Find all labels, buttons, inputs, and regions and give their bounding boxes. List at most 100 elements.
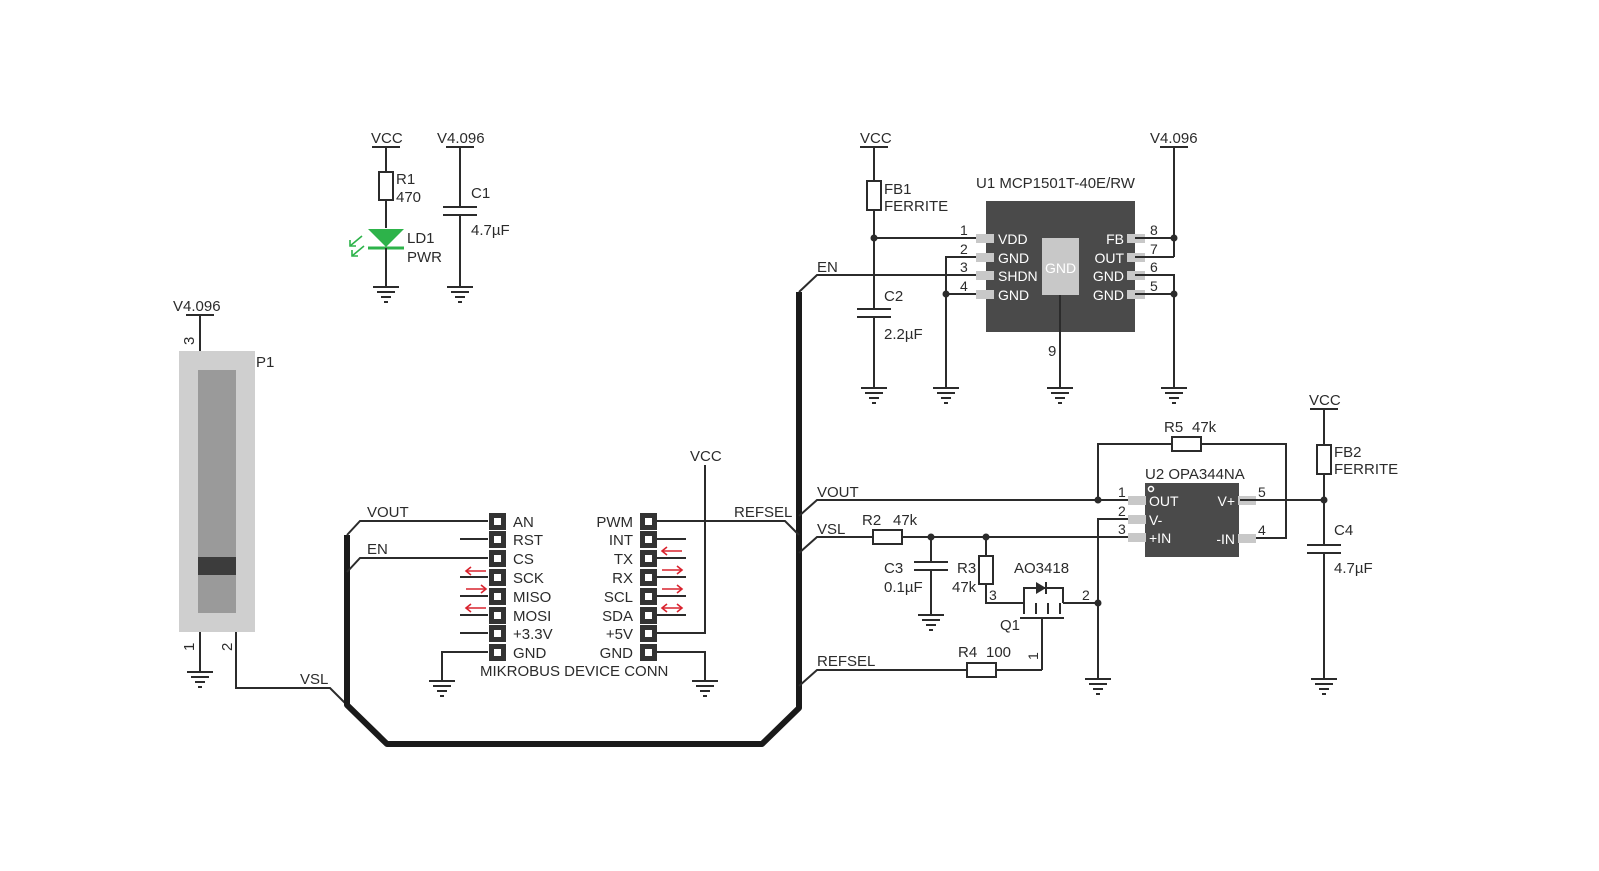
r3-name: R3	[957, 560, 976, 577]
u1-pin-name: OUT	[1094, 250, 1124, 266]
c2-value: 2.2µF	[884, 326, 923, 343]
u1-pin-name: GND	[998, 287, 1029, 303]
vcc-label: VCC	[690, 448, 722, 465]
u1-pin-name: GND	[1093, 287, 1124, 303]
mosi-direction-arrow-icon	[464, 603, 486, 613]
u1-pin-name: GND	[1093, 268, 1124, 284]
net-en-label: EN	[367, 541, 388, 558]
net-en-label: EN	[817, 259, 838, 276]
u1-pin-number: 5	[1150, 278, 1158, 294]
r4-resistor	[966, 662, 997, 678]
fb2-value: FERRITE	[1334, 461, 1398, 478]
ground-icon	[372, 286, 400, 303]
q1-pin2: 2	[1082, 587, 1090, 603]
u2-pin-number: 2	[1118, 503, 1126, 519]
tx-direction-arrow-icon	[660, 546, 682, 556]
u1-pin-name: GND	[998, 250, 1029, 266]
u1-pin-name: SHDN	[998, 268, 1038, 284]
mikrobus-pin-label: MISO	[513, 589, 551, 606]
ref-label: V4.096	[1150, 130, 1198, 147]
net-refsel-label: REFSEL	[817, 653, 875, 670]
ground-icon	[428, 680, 456, 697]
q1-pin3: 3	[989, 587, 997, 603]
potentiometer-slider-handle[interactable]	[198, 557, 236, 575]
mikrobus-pin-label: SCK	[513, 570, 544, 587]
u2-title: U2 OPA344NA	[1145, 466, 1245, 483]
u1-pin-number: 4	[960, 278, 968, 294]
buffer-amplifier-u2-section: VOUT R5 47k VSL R2 47k C3 0.1µF R3 47k 3…	[798, 392, 1398, 695]
mosfet-q1-icon: AO3418 Q1 2 1	[1000, 560, 1098, 670]
r3-value: 47k	[952, 579, 977, 596]
u1-thermal-pad	[1042, 238, 1079, 295]
net-vsl-label: VSL	[300, 671, 328, 688]
potentiometer-slot	[198, 370, 236, 613]
ref-label: V4.096	[437, 130, 485, 147]
u2-pin-number: 3	[1118, 521, 1126, 537]
scl-direction-arrow-icon	[662, 584, 684, 594]
r1-value: 470	[396, 189, 421, 206]
fb1-name: FB1	[884, 181, 912, 198]
c4-name: C4	[1334, 522, 1353, 539]
mikrobus-pin-label: SCL	[604, 589, 633, 606]
signal-bus	[344, 292, 802, 747]
r5-value: 47k	[1192, 419, 1217, 436]
q1-part: AO3418	[1014, 560, 1069, 577]
u2-pin-pad	[1128, 515, 1146, 524]
u1-pin-number: 7	[1150, 241, 1158, 257]
led-emission-arrows-icon	[349, 235, 365, 257]
u2-pin-pad	[1128, 533, 1146, 542]
led-desc: PWR	[407, 249, 442, 266]
u1-pin-pad	[976, 290, 994, 299]
led-diode-icon	[368, 229, 404, 247]
mikrobus-pin-label: INT	[609, 532, 633, 549]
u2-pin-pad	[1238, 534, 1256, 543]
c4-value: 4.7µF	[1334, 560, 1373, 577]
net-refsel-label: REFSEL	[734, 504, 792, 521]
u2-chip-body	[1145, 483, 1239, 557]
c1-value: 4.7µF	[471, 222, 510, 239]
mikrobus-pin-label: AN	[513, 514, 534, 531]
u1-pin-pad	[976, 253, 994, 262]
led-power-section: VCC R1 470 LD1 PWR V4.096 C1 4.7µF	[349, 130, 510, 303]
r4-value: 100	[986, 644, 1011, 661]
miso-direction-arrow-icon	[466, 584, 488, 594]
ground-icon	[932, 387, 960, 404]
net-vout-label: VOUT	[817, 484, 859, 501]
net-vout-label: VOUT	[367, 504, 409, 521]
u2-pin-name: V+	[1217, 493, 1235, 509]
c3-value: 0.1µF	[884, 579, 923, 596]
ground-icon	[1046, 387, 1074, 404]
u1-title: U1 MCP1501T-40E/RW	[976, 175, 1136, 192]
c1-name: C1	[471, 185, 490, 202]
q1-pin1: 1	[1025, 652, 1041, 660]
p1-pin3: 3	[181, 337, 198, 345]
u2-pin-number: 5	[1258, 484, 1266, 500]
u2-pin-number: 4	[1258, 522, 1266, 538]
u2-pin-name: +IN	[1149, 530, 1171, 546]
vcc-label: VCC	[860, 130, 892, 147]
vcc-label: VCC	[371, 130, 403, 147]
r2-value: 47k	[893, 512, 918, 529]
u1-pin-number: 8	[1150, 222, 1158, 238]
p1-pin1: 1	[181, 643, 198, 651]
ground-icon	[860, 387, 888, 404]
r2-resistor	[872, 529, 903, 545]
q1-name: Q1	[1000, 617, 1020, 634]
p1-name: P1	[256, 354, 274, 371]
ground-icon	[446, 286, 474, 303]
fb1-value: FERRITE	[884, 198, 948, 215]
rx-direction-arrow-icon	[662, 565, 684, 575]
u1-pin-name: FB	[1106, 231, 1124, 247]
ground-icon	[1310, 678, 1338, 695]
p1-pin2: 2	[219, 643, 236, 651]
u2-pin-name: -IN	[1216, 531, 1235, 547]
mikrobus-pin-label: CS	[513, 551, 534, 568]
mikrobus-pin-label: GND	[600, 645, 634, 662]
u1-pad-label: GND	[1045, 260, 1076, 276]
sck-direction-arrow-icon	[464, 566, 486, 576]
net-vsl-label: VSL	[817, 521, 845, 538]
u1-pin-pad	[976, 234, 994, 243]
mikrobus-pin-label: TX	[614, 551, 633, 568]
